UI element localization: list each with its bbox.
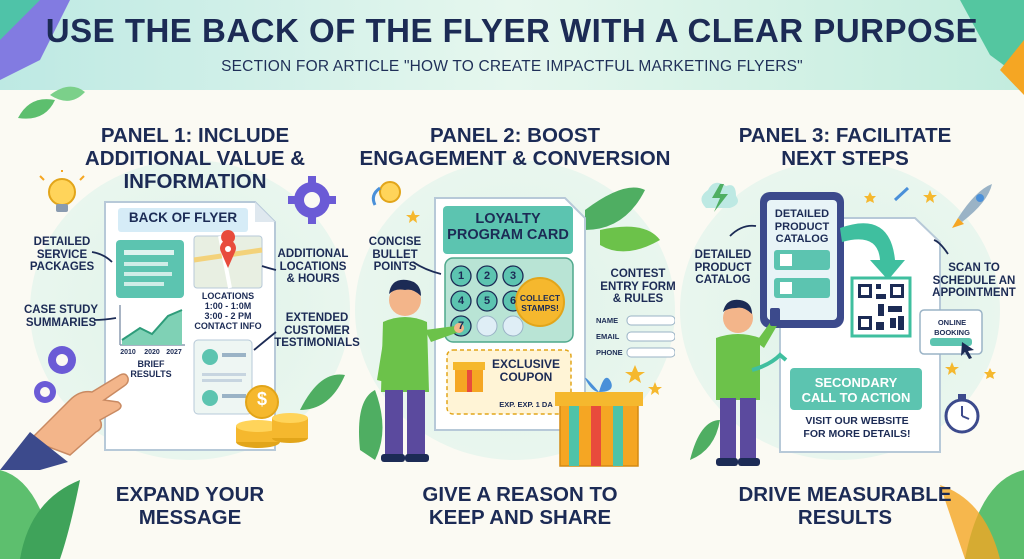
coupon-title: EXCLUSIVE COUPON: [491, 357, 560, 384]
gift-box-icon: [555, 377, 643, 467]
stopwatch-icon: [944, 394, 980, 434]
person-pointing: [377, 279, 464, 462]
contest-form: [626, 315, 675, 358]
panel2-illustration: [359, 181, 675, 467]
online-booking-box: [919, 309, 983, 359]
form-field-name: NAME: [596, 316, 619, 325]
label-case-study: CASE STUDY SUMMARIES: [23, 304, 99, 329]
label-service-packages: DETAILED SERVICE PACKAGES: [29, 236, 95, 273]
loyalty-card-title: LOYALTY PROGRAM CARD: [447, 211, 569, 243]
stamp-1: 1: [457, 270, 465, 282]
panel1-illustration: [0, 170, 345, 470]
chart-year-2: 2020: [144, 349, 160, 356]
lightbulb-small-icon: [371, 181, 401, 206]
form-field-email: EMAIL: [596, 332, 620, 341]
stamp-7: 7: [457, 320, 465, 332]
coin-dollar-icon: $: [256, 389, 267, 409]
label-bullet-points: CONCISE BULLET POINTS: [368, 236, 422, 273]
page-title: USE THE BACK OF THE FLYER WITH A CLEAR P…: [45, 12, 979, 49]
chart-year-3: 2027: [166, 349, 182, 356]
cta-button: [790, 368, 922, 410]
panel1-footer: EXPAND YOUR MESSAGE: [115, 483, 265, 529]
collect-stamps-badge: [515, 277, 565, 327]
lightbulb-icon: [39, 170, 85, 212]
collect-stamps-text: COLLECT STAMPS!: [519, 293, 561, 313]
panel3-title: PANEL 3: FACILITATE NEXT STEPS: [738, 124, 952, 170]
flyer-title: BACK OF FLYER: [128, 210, 238, 225]
locations-text: LOCATIONS 1:00 - 1:0M 3:00 - 2 PM CONTAC…: [194, 291, 262, 331]
brief-results: BRIEF RESULTS: [130, 359, 172, 379]
coins-icon: [236, 385, 308, 448]
qr-code-icon: [850, 276, 912, 338]
chart-year-1: 2010: [120, 349, 136, 356]
label-contest-entry: CONTEST ENTRY FORM & RULES: [600, 268, 676, 305]
lightning-icon: [701, 182, 738, 212]
stamp-3: 3: [509, 270, 517, 282]
panel3-footer: DRIVE MEASURABLE RESULTS: [738, 483, 952, 529]
label-locations-hours: ADDITIONAL LOCATIONS & HOURS: [277, 248, 349, 285]
pointing-hand-icon: [0, 373, 129, 470]
label-product-catalog: DETAILED PRODUCT CATALOG: [694, 249, 752, 286]
visit-website-text: VISIT OUR WEBSITE FOR MORE DETAILS!: [803, 415, 911, 440]
label-testimonials: EXTENDED CUSTOMER TESTIMONIALS: [274, 312, 360, 349]
form-field-phone: PHONE: [596, 348, 623, 357]
stamp-6: 6: [509, 295, 517, 307]
star-icons: [406, 210, 662, 395]
gear-icon-left: [34, 346, 76, 403]
map-icon: [193, 230, 263, 289]
stamp-5: 5: [483, 295, 491, 307]
page-subtitle: SECTION FOR ARTICLE "HOW TO CREATE IMPAC…: [221, 58, 803, 75]
panel2-footer: GIVE A REASON TO KEEP AND SHARE: [422, 483, 618, 529]
online-booking-text: ONLINE BOOKING: [934, 318, 970, 337]
panel2-title: PANEL 2: BOOST ENGAGEMENT & CONVERSION: [359, 124, 671, 170]
rocket-icon: [952, 184, 992, 228]
tablet-device: [760, 192, 844, 328]
tablet-title: DETAILED PRODUCT CATALOG: [774, 208, 830, 245]
gear-icon: [288, 176, 336, 224]
coupon-expiry: EXP. EXP. 1 DA: [499, 400, 553, 409]
growth-chart: [119, 305, 185, 346]
person-with-phone: [716, 299, 788, 466]
stamp-4: 4: [457, 295, 465, 307]
arrow-icon: [840, 223, 905, 280]
testimonial-card: [193, 339, 253, 415]
panel3-illustration: [690, 182, 996, 466]
panel1-title: PANEL 1: INCLUDE ADDITIONAL VALUE & INFO…: [84, 124, 306, 193]
label-scan-appointment: SCAN TO SCHEDULE AN APPOINTMENT: [932, 262, 1016, 299]
stamp-2: 2: [483, 270, 491, 282]
service-card: [116, 240, 184, 298]
gift-icon: [453, 362, 485, 392]
cta-text: SECONDARY CALL TO ACTION: [801, 375, 911, 405]
